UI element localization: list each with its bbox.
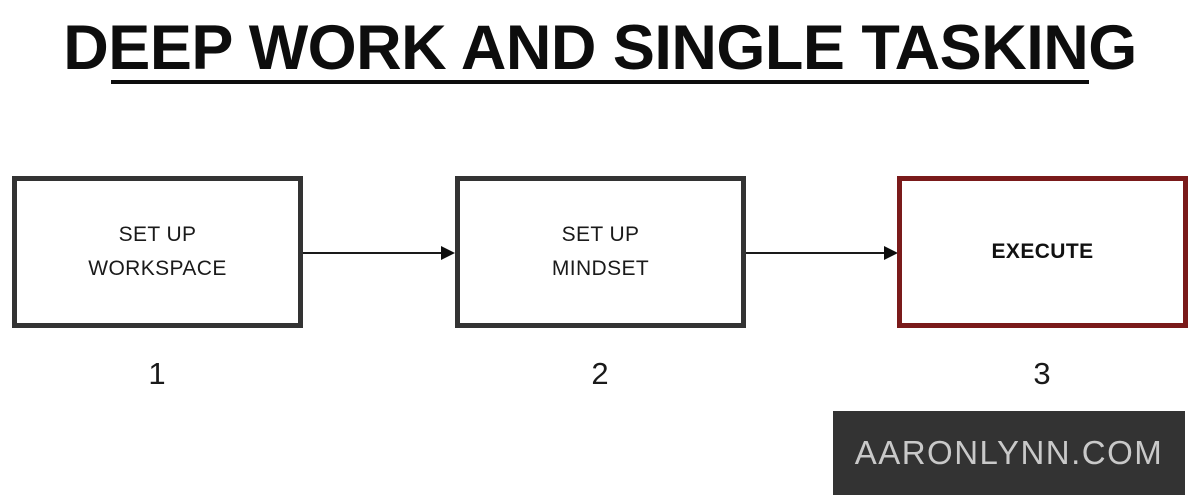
flow-step-box-3: EXECUTE [897,176,1188,328]
flow-arrow-2-to-3 [746,243,898,263]
flow-step-label-3: EXECUTE [991,240,1094,263]
watermark-text: AARONLYNN.COM [854,434,1164,471]
flow-step-number-3: 3 [1033,356,1051,391]
watermark-badge: AARONLYNN.COM [833,411,1185,495]
flow-step-box-1: SET UP WORKSPACE [12,176,303,328]
flow-step-box-2: SET UP MINDSET [455,176,746,328]
flow-step-number-1: 1 [148,356,166,391]
page-title: DEEP WORK AND SINGLE TASKING [63,13,1137,83]
flow-step-label-2: SET UP MINDSET [551,223,650,280]
flow-arrow-1-to-2 [303,243,455,263]
flow-step-label-1: SET UP WORKSPACE [88,223,227,280]
title-underline [111,80,1089,84]
flow-step-number-2: 2 [591,356,609,391]
